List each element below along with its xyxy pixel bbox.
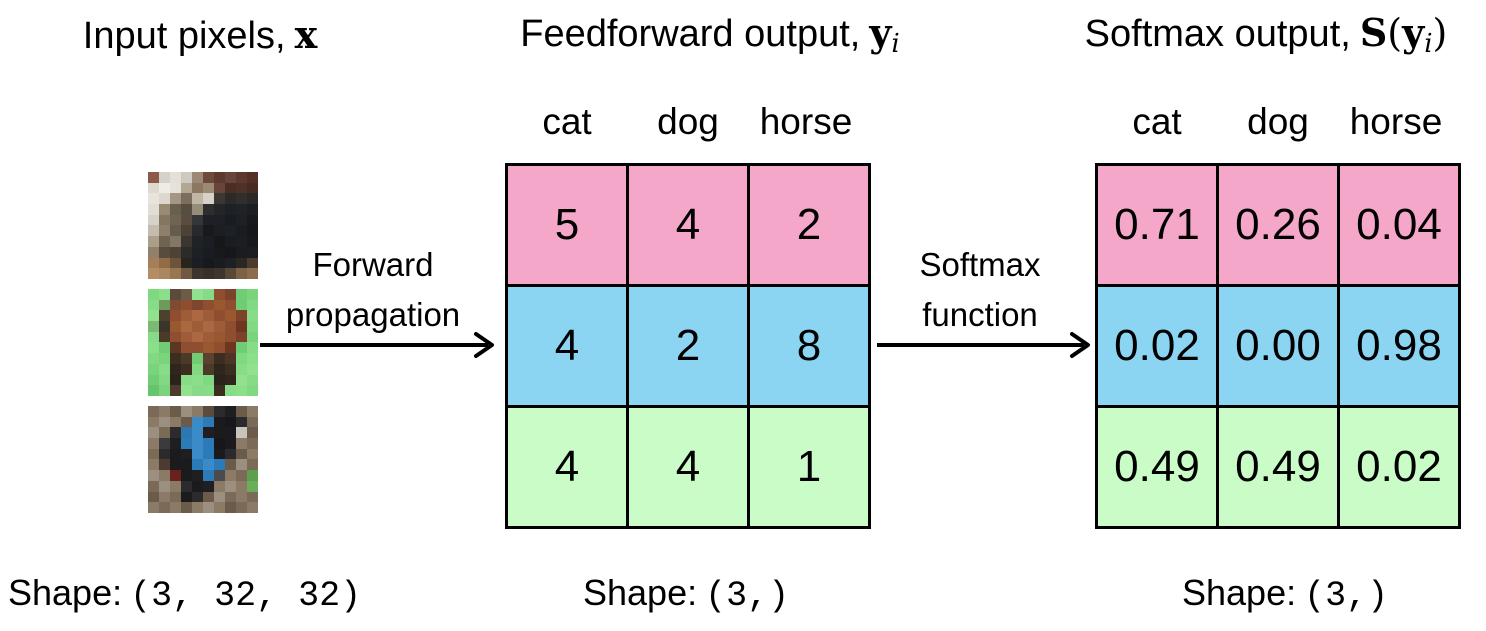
table-cell: 0.98: [1340, 287, 1458, 405]
title-text: Feedforward output,: [520, 13, 861, 55]
title-input-pixels: Input pixels,x: [83, 12, 317, 58]
softmax-function-label: Softmax function: [919, 240, 1040, 340]
shape-label-feedforward: Shape:(3,): [583, 572, 789, 616]
shape-tuple: (3,): [1304, 576, 1389, 616]
column-header-cat: cat: [1132, 101, 1182, 142]
math-S: S: [1359, 10, 1388, 55]
shape-word: Shape:: [8, 572, 123, 613]
softmax-function-arrow: [877, 332, 1090, 358]
shape-word: Shape:: [583, 572, 698, 613]
math-x: x: [294, 12, 318, 57]
table-cell: 0.04: [1340, 166, 1458, 284]
feedforward-table: 5 4 2 4 2 8 4 4 1: [505, 163, 871, 529]
math-y: y: [869, 10, 892, 55]
softmax-table: 0.71 0.26 0.04 0.02 0.00 0.98 0.49 0.49 …: [1095, 163, 1461, 529]
table-cell: 2: [629, 287, 747, 405]
title-text: Input pixels,: [82, 15, 286, 57]
table-cell: 0.02: [1098, 287, 1216, 405]
shape-label-input: Shape:(3, 32, 32): [8, 572, 361, 616]
paren-close: ): [1432, 11, 1448, 55]
table-cell: 0.00: [1219, 287, 1337, 405]
horse-image: [148, 289, 258, 396]
table-cell: 0.02: [1340, 408, 1458, 526]
forward-propagation-label: Forward propagation: [286, 240, 460, 340]
math-sub-i: i: [1424, 29, 1433, 59]
label-line: Forward: [312, 246, 434, 283]
label-line: Softmax: [919, 246, 1041, 283]
table-cell: 0.26: [1219, 166, 1337, 284]
table-cell: 2: [750, 166, 868, 284]
column-header-horse: horse: [1349, 101, 1443, 142]
math-sub-i: i: [891, 29, 900, 59]
column-header-cat: cat: [542, 101, 592, 142]
forward-propagation-arrow: [260, 332, 494, 358]
shape-word: Shape:: [1182, 572, 1297, 613]
table-cell: 4: [629, 166, 747, 284]
table-cell: 4: [508, 408, 626, 526]
column-header-dog: dog: [657, 101, 719, 142]
shape-tuple: (3,): [705, 576, 790, 616]
math-y: y: [1402, 10, 1425, 55]
table-cell: 0.49: [1219, 408, 1337, 526]
label-line: propagation: [285, 296, 461, 333]
column-header-horse: horse: [759, 101, 853, 142]
table-cell: 5: [508, 166, 626, 284]
table-cell: 8: [750, 287, 868, 405]
cat-image: [148, 172, 258, 279]
shape-label-softmax: Shape:(3,): [1182, 572, 1388, 616]
title-text: Softmax output,: [1084, 13, 1351, 55]
table-cell: 0.71: [1098, 166, 1216, 284]
table-cell: 4: [508, 287, 626, 405]
label-line: function: [922, 296, 1038, 333]
table-cell: 4: [629, 408, 747, 526]
column-header-dog: dog: [1247, 101, 1309, 142]
title-softmax-output: Softmax output,S(yi): [1085, 10, 1448, 59]
title-feedforward-output: Feedforward output,yi: [520, 10, 900, 59]
paren-open: (: [1387, 11, 1403, 55]
shape-tuple: (3, 32, 32): [130, 576, 362, 616]
table-cell: 1: [750, 408, 868, 526]
dog-image: [148, 406, 258, 513]
table-cell: 0.49: [1098, 408, 1216, 526]
